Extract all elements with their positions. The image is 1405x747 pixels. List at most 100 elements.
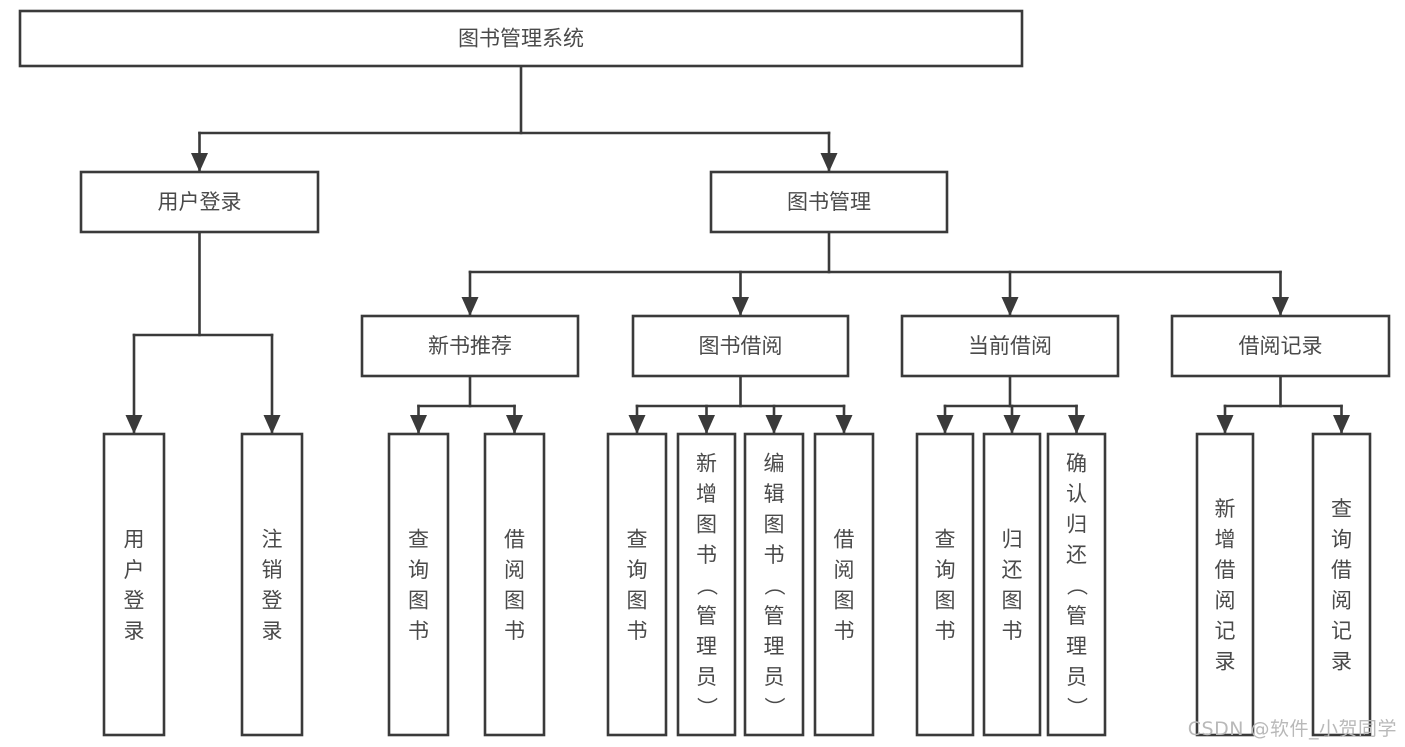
leaf-label-char: 阅 — [1215, 589, 1236, 613]
leaf-label-char: 编 — [764, 451, 785, 475]
leaf-label-char: 增 — [1215, 528, 1236, 552]
node-box-leaf-6 — [743, 432, 805, 737]
leaf-label-char: 还 — [1066, 543, 1087, 567]
node-label-level1-0: 用户登录 — [158, 190, 242, 214]
leaf-label-char: 增 — [696, 482, 717, 506]
leaf-label-char: 图 — [935, 589, 956, 613]
leaf-label-char: 借 — [834, 528, 855, 552]
leaf-label-char: 记 — [1331, 619, 1352, 643]
leaf-label-char: 理 — [764, 634, 785, 658]
leaf-label-char: 登 — [124, 589, 145, 613]
node-box-leaf-12 — [1311, 432, 1372, 737]
leaf-label-char: 理 — [696, 634, 717, 658]
node-box-level2-0 — [360, 314, 580, 378]
leaf-label-char: 图 — [696, 512, 717, 536]
leaf-label-char: 图 — [764, 512, 785, 536]
leaf-arrow-3-1 — [1003, 415, 1021, 434]
leaf-label-char: 录 — [124, 619, 145, 643]
leaf-arrow-1-0 — [410, 415, 427, 434]
leaf-label-char: 图 — [834, 589, 855, 613]
leaf-label-char: 新 — [1215, 497, 1236, 521]
node-box-level2-1 — [631, 314, 850, 378]
leaf-label-char: 确 — [1066, 451, 1087, 475]
node-box-leaf-10 — [1046, 432, 1107, 737]
leaf-label-char: 书 — [504, 619, 525, 643]
leaf-label-char: 询 — [408, 558, 429, 582]
node-box-leaf-11 — [1195, 432, 1255, 737]
node-box-leaf-5 — [676, 432, 737, 737]
leaf-label-char: 辑 — [764, 482, 785, 506]
level2-arrow-3 — [1272, 297, 1289, 316]
leaf-arrow-2-1 — [698, 415, 715, 434]
node-box-leaf-8 — [915, 432, 975, 737]
node-box-level2-3 — [1170, 314, 1391, 378]
node-box-leaf-0 — [102, 432, 166, 737]
leaf-label-char: 登 — [262, 589, 283, 613]
leaf-label-char: 图 — [627, 589, 648, 613]
leaf-label-char: （ — [1065, 575, 1089, 596]
leaf-label-char: 认 — [1066, 482, 1087, 506]
leaf-label-char: 销 — [262, 558, 283, 582]
node-label-level1-1: 图书管理 — [787, 190, 871, 214]
level1-arrow-1 — [820, 153, 838, 172]
node-label-leaf-0: 用户登录 — [124, 528, 145, 644]
leaf-arrow-2-0 — [628, 415, 646, 434]
label-layer: 图书管理系统用户登录图书管理新书推荐图书借阅当前借阅借阅记录用户登录注销登录查询… — [124, 27, 1353, 718]
leaf-label-char: 借 — [1331, 558, 1352, 582]
node-label-root: 图书管理系统 — [458, 27, 584, 51]
node-box-level1-1 — [709, 170, 949, 234]
leaf-label-char: 管 — [764, 604, 785, 628]
leaf-label-char: 记 — [1215, 619, 1236, 643]
leaf-label-char: 户 — [124, 558, 145, 582]
leaf-label-char: 图 — [504, 589, 525, 613]
level2-arrow-2 — [1001, 297, 1019, 316]
node-box-level1-0 — [79, 170, 320, 234]
leaf-label-char: 注 — [262, 528, 283, 552]
leaf-label-char: 阅 — [1331, 589, 1352, 613]
leaf-label-char: 书 — [1002, 619, 1023, 643]
node-box-level2-2 — [900, 314, 1120, 378]
node-box-leaf-2 — [387, 432, 450, 737]
leaf-label-char: ） — [762, 697, 786, 718]
leaf-label-char: ） — [695, 697, 719, 718]
node-label-level2-3: 借阅记录 — [1239, 334, 1323, 358]
node-label-level2-2: 当前借阅 — [968, 334, 1052, 358]
leaf-arrow-2-3 — [835, 415, 853, 434]
leaf-label-char: ） — [1065, 697, 1089, 718]
node-box-leaf-9 — [982, 432, 1042, 737]
leaf-label-char: 书 — [627, 619, 648, 643]
level2-arrow-1 — [732, 297, 749, 316]
leaf-label-char: 管 — [696, 604, 717, 628]
leaf-label-char: 书 — [764, 543, 785, 567]
leaf-label-char: 录 — [1215, 650, 1236, 674]
leaf-arrow-4-0 — [1216, 415, 1234, 434]
node-box-root — [18, 9, 1024, 68]
level2-arrow-0 — [461, 297, 479, 316]
leaf-label-char: 理 — [1066, 634, 1087, 658]
leaf-arrow-3-0 — [936, 415, 954, 434]
leaf-arrow-1-1 — [506, 415, 523, 434]
leaf-label-char: 书 — [935, 619, 956, 643]
leaf-label-char: 询 — [1331, 528, 1352, 552]
leaf-arrow-0-1 — [263, 415, 281, 434]
node-box-leaf-3 — [483, 432, 546, 737]
leaf-label-char: 归 — [1066, 512, 1087, 536]
leaf-label-char: 新 — [696, 451, 717, 475]
leaf-label-char: 员 — [696, 665, 717, 689]
leaf-label-char: 还 — [1002, 558, 1023, 582]
leaf-arrow-4-1 — [1333, 415, 1350, 434]
leaf-label-char: 录 — [262, 619, 283, 643]
leaf-label-char: 借 — [1215, 558, 1236, 582]
leaf-label-char: 阅 — [834, 558, 855, 582]
